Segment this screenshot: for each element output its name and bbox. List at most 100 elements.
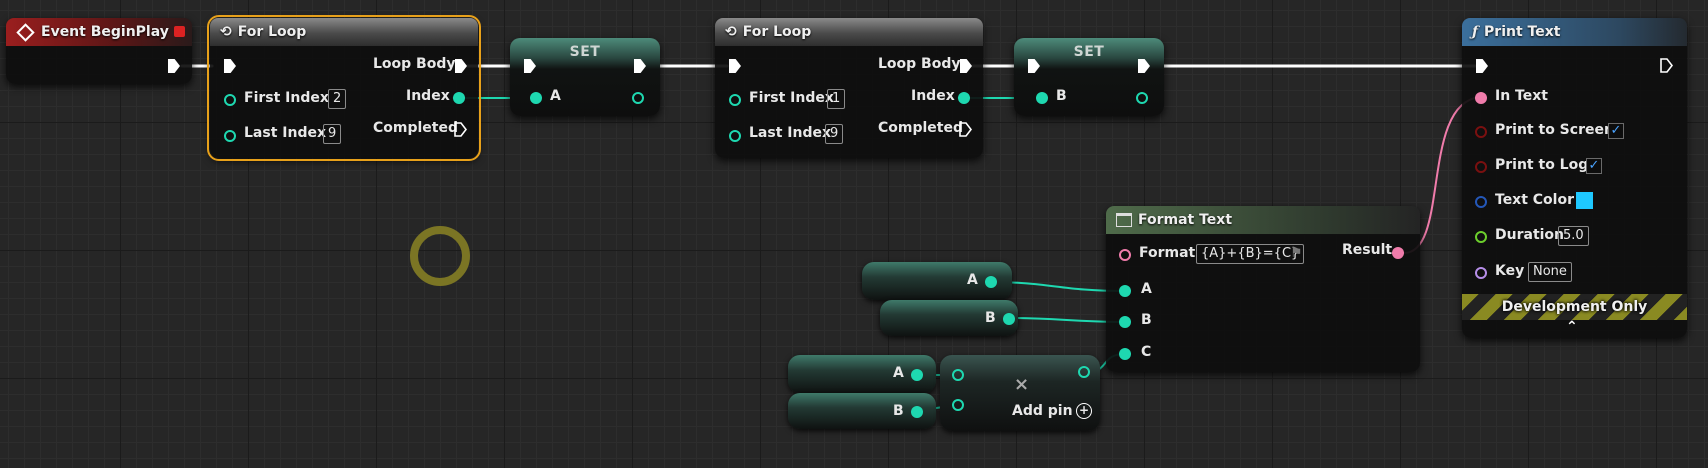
first-index-pin[interactable] <box>224 94 236 106</box>
for-loop-1-header[interactable]: ⟲ For Loop <box>210 18 478 46</box>
set-b-out-pin[interactable] <box>1136 92 1148 104</box>
print-to-log-checkbox[interactable]: ✓ <box>1586 158 1602 174</box>
set-b-node[interactable]: SET B <box>1014 38 1164 116</box>
index-out-pin[interactable] <box>958 92 970 104</box>
event-icon <box>16 22 35 42</box>
event-beginplay-node[interactable]: Event BeginPlay <box>6 18 192 84</box>
format-text-icon <box>1116 213 1132 227</box>
add-circle-icon[interactable]: + <box>1076 403 1092 419</box>
add-pin-label[interactable]: Add pin <box>1012 403 1073 419</box>
set-a-out-pin[interactable] <box>632 92 644 104</box>
text-color-swatch[interactable] <box>1576 192 1593 209</box>
format-a-pin[interactable] <box>1119 285 1131 297</box>
print-text-title: Print Text <box>1484 24 1561 40</box>
format-c-label: C <box>1141 344 1152 360</box>
in-text-pin[interactable] <box>1475 92 1487 104</box>
format-pin[interactable] <box>1119 249 1131 261</box>
set-a-var-label: A <box>550 88 561 104</box>
delegate-pin-icon[interactable] <box>174 26 185 37</box>
print-to-screen-label: Print to Screen <box>1495 122 1614 138</box>
get-a-label: A <box>967 272 978 288</box>
print-to-log-label: Print to Log <box>1495 157 1589 173</box>
exec-out-pin[interactable] <box>168 59 180 73</box>
format-text-node[interactable]: Format Text Format {A}+{B}={C} ⚑ Result … <box>1106 206 1420 372</box>
loop-body-pin[interactable] <box>960 59 972 73</box>
expand-chevron-icon[interactable]: ⌃ <box>1566 319 1578 335</box>
duration-input[interactable]: 5.0 <box>1558 226 1589 246</box>
last-index-input[interactable]: 9 <box>825 124 844 144</box>
key-pin[interactable] <box>1475 267 1487 279</box>
first-index-pin[interactable] <box>729 94 741 106</box>
completed-pin[interactable] <box>454 122 467 137</box>
exec-out-pin[interactable] <box>1660 58 1673 73</box>
event-node-header[interactable]: Event BeginPlay <box>6 18 192 46</box>
duration-label: Duration <box>1495 227 1565 243</box>
print-to-log-pin[interactable] <box>1475 161 1487 173</box>
format-input[interactable]: {A}+{B}={C} <box>1196 244 1305 264</box>
completed-pin[interactable] <box>959 122 972 137</box>
format-c-pin[interactable] <box>1119 348 1131 360</box>
checkmark-icon: ✓ <box>1610 123 1622 138</box>
reroute-highlight-ring <box>410 226 470 286</box>
loop-icon: ⟲ <box>725 24 737 40</box>
set-a-node[interactable]: SET A <box>510 38 660 116</box>
exec-out-pin[interactable] <box>1138 59 1150 73</box>
get-a2-out-pin[interactable] <box>911 369 923 381</box>
event-node-title: Event BeginPlay <box>41 24 169 40</box>
print-to-screen-pin[interactable] <box>1475 126 1487 138</box>
exec-in-pin[interactable] <box>524 59 536 73</box>
text-color-label: Text Color <box>1495 192 1574 208</box>
for-loop-node-1[interactable]: ⟲ For Loop Loop Body Index Completed Fir… <box>207 15 481 161</box>
get-a-node[interactable]: A <box>862 262 1012 300</box>
get-a-out-pin[interactable] <box>985 276 997 288</box>
add-integer-node[interactable]: × Add pin + <box>940 355 1100 431</box>
duration-pin[interactable] <box>1475 231 1487 243</box>
checkmark-icon: ✓ <box>1588 158 1600 173</box>
add-out-pin[interactable] <box>1078 366 1090 378</box>
last-index-label: Last Index <box>244 125 326 141</box>
get-a2-node[interactable]: A <box>788 355 936 393</box>
key-input[interactable]: None <box>1528 262 1572 282</box>
result-pin[interactable] <box>1392 247 1404 259</box>
first-index-label: First Index <box>749 90 834 106</box>
first-index-input[interactable]: 2 <box>328 89 347 109</box>
set-a-value-pin[interactable] <box>530 92 542 104</box>
format-label: Format <box>1139 245 1196 261</box>
function-icon: ƒ <box>1472 24 1479 40</box>
key-label: Key <box>1495 263 1525 279</box>
get-b-out-pin[interactable] <box>1003 313 1015 325</box>
completed-label: Completed <box>373 120 459 136</box>
format-b-pin[interactable] <box>1119 316 1131 328</box>
exec-in-pin[interactable] <box>1028 59 1040 73</box>
set-b-var-label: B <box>1056 88 1067 104</box>
for-loop-2-header[interactable]: ⟲ For Loop <box>715 18 983 46</box>
get-b-node[interactable]: B <box>880 300 1018 336</box>
format-text-header[interactable]: Format Text <box>1106 206 1420 234</box>
set-b-value-pin[interactable] <box>1036 92 1048 104</box>
flag-icon[interactable]: ⚑ <box>1290 245 1303 261</box>
print-text-node[interactable]: ƒ Print Text In Text Print to Screen ✓ P… <box>1462 18 1687 338</box>
get-b2-node[interactable]: B <box>788 393 936 429</box>
print-text-header[interactable]: ƒ Print Text <box>1462 18 1687 46</box>
add-in-b-pin[interactable] <box>952 399 964 411</box>
first-index-input[interactable]: 1 <box>827 89 846 109</box>
for-loop-node-2[interactable]: ⟲ For Loop Loop Body Index Completed Fir… <box>715 18 983 158</box>
exec-in-pin[interactable] <box>224 59 236 73</box>
get-b2-out-pin[interactable] <box>911 406 923 418</box>
index-out-pin[interactable] <box>453 92 465 104</box>
multiply-icon: × <box>1014 374 1030 395</box>
exec-out-pin[interactable] <box>634 59 646 73</box>
result-label: Result <box>1342 242 1393 258</box>
loop-body-pin[interactable] <box>455 59 467 73</box>
for-loop-2-title: For Loop <box>742 24 812 40</box>
last-index-input[interactable]: 9 <box>323 124 342 144</box>
text-color-pin[interactable] <box>1475 196 1487 208</box>
add-in-a-pin[interactable] <box>952 369 964 381</box>
format-b-label: B <box>1141 312 1152 328</box>
last-index-pin[interactable] <box>729 130 741 142</box>
last-index-label: Last Index <box>749 125 831 141</box>
exec-in-pin[interactable] <box>729 59 741 73</box>
exec-in-pin[interactable] <box>1476 59 1488 73</box>
last-index-pin[interactable] <box>224 130 236 142</box>
print-to-screen-checkbox[interactable]: ✓ <box>1608 123 1624 139</box>
